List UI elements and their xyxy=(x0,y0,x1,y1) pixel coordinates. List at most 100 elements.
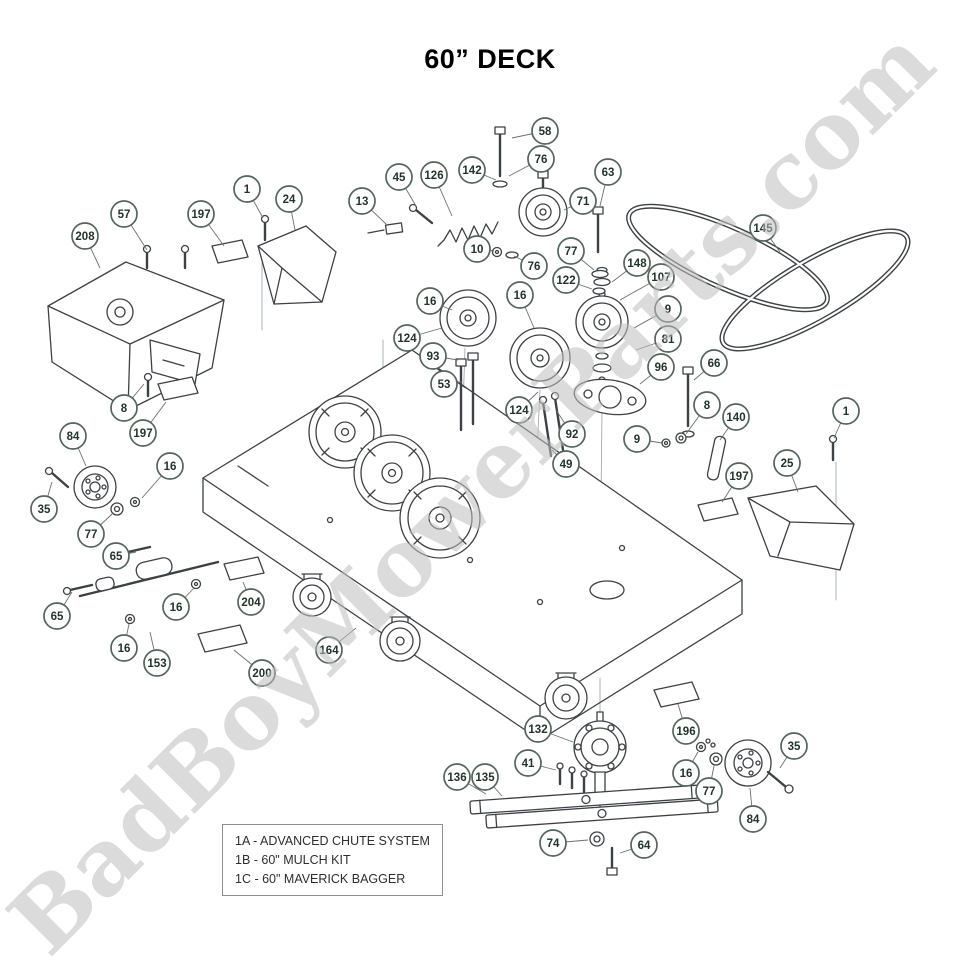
callout-93 xyxy=(419,342,447,370)
callout-label-140: 140 xyxy=(726,412,745,424)
bolts-49 xyxy=(538,391,565,458)
screws-misc xyxy=(142,214,838,462)
callout-label-76: 76 xyxy=(535,154,548,166)
chute-baffle-top xyxy=(257,225,337,305)
callout-16 xyxy=(110,634,138,662)
callout-label-84: 84 xyxy=(67,431,80,443)
callout-197 xyxy=(187,200,215,228)
callout-label-81: 81 xyxy=(662,334,675,346)
callout-77 xyxy=(77,520,105,548)
deck-wheel-left xyxy=(44,465,141,516)
idler-pulley xyxy=(518,170,568,237)
callout-13 xyxy=(348,187,376,215)
callout-label-136: 136 xyxy=(447,772,466,784)
callout-label-16: 16 xyxy=(164,461,177,473)
legend-item: 1C - 60" MAVERICK BAGGER xyxy=(235,871,406,886)
callout-label-9: 9 xyxy=(665,304,671,316)
callout-92 xyxy=(558,420,586,448)
callout-76 xyxy=(527,145,555,173)
callout-77 xyxy=(695,777,723,805)
callout-label-124: 124 xyxy=(509,405,529,417)
deck-caster-wheels xyxy=(292,573,588,720)
callout-58 xyxy=(531,117,559,145)
callout-145 xyxy=(749,214,777,242)
callout-label-8: 8 xyxy=(704,400,711,412)
callout-16 xyxy=(416,287,444,315)
callout-25 xyxy=(773,449,801,477)
callout-label-126: 126 xyxy=(424,170,443,182)
callout-label-45: 45 xyxy=(393,172,406,184)
callout-label-74: 74 xyxy=(547,838,560,850)
callout-label-84: 84 xyxy=(747,814,760,826)
callout-136 xyxy=(443,763,471,791)
callout-label-148: 148 xyxy=(627,258,647,270)
callout-45 xyxy=(385,163,413,191)
chute-baffle-right xyxy=(747,485,855,571)
callout-196 xyxy=(672,717,700,745)
callout-135 xyxy=(471,763,499,791)
callout-74 xyxy=(539,829,567,857)
callout-16 xyxy=(156,452,184,480)
callout-label-124: 124 xyxy=(397,333,417,345)
callout-64 xyxy=(630,831,658,859)
callout-9 xyxy=(654,295,682,323)
callout-label-25: 25 xyxy=(781,458,794,470)
callout-label-64: 64 xyxy=(638,840,651,852)
drive-belt xyxy=(626,203,911,352)
callout-label-96: 96 xyxy=(655,362,668,374)
decal-plates xyxy=(157,239,739,708)
callout-label-66: 66 xyxy=(708,358,721,370)
callout-label-107: 107 xyxy=(651,272,670,284)
callout-107 xyxy=(647,263,675,291)
callout-66 xyxy=(700,349,728,377)
callout-label-77: 77 xyxy=(85,529,98,541)
bolt-58 xyxy=(492,126,508,188)
bad-boy-logo xyxy=(106,298,134,326)
callout-label-35: 35 xyxy=(38,504,51,516)
blade-bolt xyxy=(589,831,618,876)
spindle-pulley-right xyxy=(399,477,481,559)
callout-9 xyxy=(623,425,651,453)
spindle-mount-plate xyxy=(573,378,647,416)
callout-label-76: 76 xyxy=(528,261,541,273)
callout-153 xyxy=(143,649,171,677)
mower-blades xyxy=(469,784,719,829)
callout-81 xyxy=(654,325,682,353)
callout-label-53: 53 xyxy=(438,379,451,391)
callout-label-16: 16 xyxy=(118,643,131,655)
callout-label-24: 24 xyxy=(283,194,296,206)
callout-8 xyxy=(693,391,721,419)
callout-label-49: 49 xyxy=(560,459,573,471)
callout-label-58: 58 xyxy=(539,126,552,138)
callout-label-77: 77 xyxy=(703,786,716,798)
callout-label-16: 16 xyxy=(680,768,693,780)
callout-96 xyxy=(647,353,675,381)
callout-label-208: 208 xyxy=(75,231,95,243)
callout-16 xyxy=(672,759,700,787)
callout-label-1: 1 xyxy=(843,406,850,418)
callout-label-10: 10 xyxy=(471,244,484,256)
callout-142 xyxy=(458,156,486,184)
pulley-exploded-left xyxy=(439,289,497,347)
callout-122 xyxy=(552,266,580,294)
hanger-link xyxy=(661,432,727,481)
callout-71 xyxy=(569,187,597,215)
callout-label-142: 142 xyxy=(462,165,481,177)
callout-49 xyxy=(552,450,580,478)
callout-41 xyxy=(514,749,542,777)
callout-35 xyxy=(30,495,58,523)
callout-label-63: 63 xyxy=(602,167,615,179)
callout-8 xyxy=(110,394,138,422)
callout-label-65: 65 xyxy=(51,611,64,623)
callout-label-77: 77 xyxy=(565,246,578,258)
callout-65 xyxy=(43,602,71,630)
callout-197 xyxy=(725,462,753,490)
callout-label-57: 57 xyxy=(118,209,131,221)
pulley-exploded-right xyxy=(509,327,571,389)
bolt-45 xyxy=(408,203,434,225)
callout-label-132: 132 xyxy=(528,724,547,736)
